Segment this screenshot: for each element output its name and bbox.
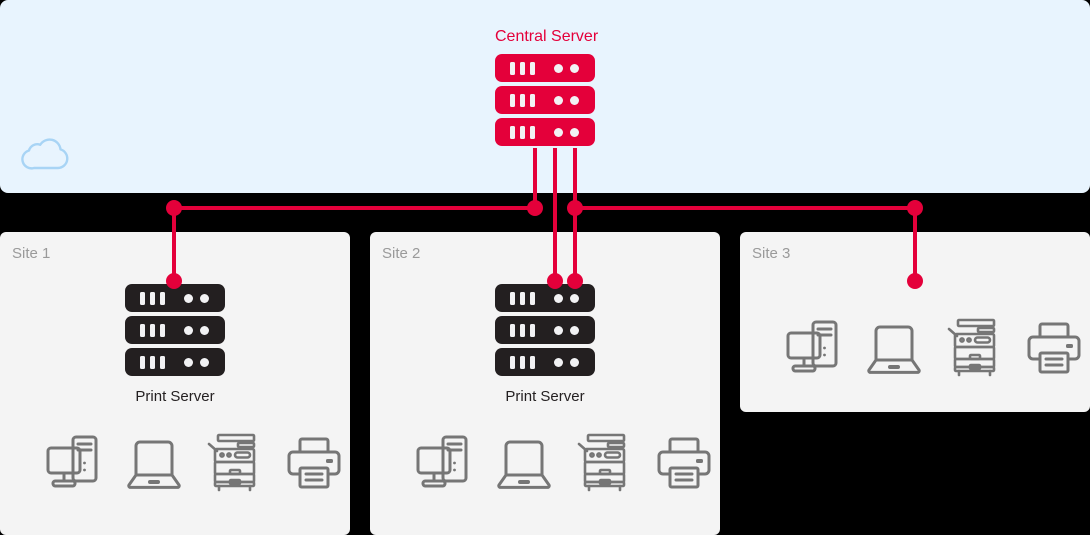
site-2-label: Site 2 xyxy=(382,245,421,262)
junction-dot-site1-bus xyxy=(166,200,182,216)
site-1-print-server-caption: Print Server xyxy=(135,388,215,405)
server-unit xyxy=(495,118,595,146)
server-status-leds xyxy=(184,294,209,303)
server-drive-bars xyxy=(510,94,535,107)
central-server-label: Central Server xyxy=(495,28,599,45)
server-unit xyxy=(125,348,225,376)
server-drive-bars xyxy=(510,62,535,75)
print-server-rack-icon xyxy=(125,284,225,376)
server-drive-bars xyxy=(510,126,535,139)
server-status-leds xyxy=(184,358,209,367)
server-status-leds xyxy=(554,128,579,137)
site-3-device-row xyxy=(782,315,1086,381)
junction-dot-site3-bus xyxy=(907,200,923,216)
site-2-print-server-caption: Print Server xyxy=(505,388,585,405)
server-drive-bars xyxy=(140,356,165,369)
desktop-computer-icon xyxy=(786,320,838,373)
server-unit xyxy=(495,284,595,312)
server-unit xyxy=(495,316,595,344)
site-1-device-row xyxy=(42,430,346,496)
site-1-print-server-group[interactable]: Print Server xyxy=(125,278,225,405)
server-unit xyxy=(495,86,595,114)
server-drive-bars xyxy=(510,292,535,305)
server-drive-bars xyxy=(510,356,535,369)
server-drive-bars xyxy=(510,324,535,337)
server-status-leds xyxy=(554,64,579,73)
server-status-leds xyxy=(554,294,579,303)
server-unit xyxy=(495,54,595,82)
server-status-leds xyxy=(554,96,579,105)
central-server-group[interactable]: Central Server xyxy=(495,26,599,150)
desktop-computer-icon xyxy=(46,435,98,488)
laptop-icon xyxy=(497,440,551,489)
print-server-rack-icon xyxy=(495,284,595,376)
junction-dot-bus-right-start xyxy=(567,200,583,216)
laptop-icon xyxy=(127,440,181,489)
site-1-label: Site 1 xyxy=(12,245,51,262)
central-server-rack-icon xyxy=(495,54,595,146)
server-status-leds xyxy=(554,358,579,367)
server-drive-bars xyxy=(140,292,165,305)
printer-icon xyxy=(657,437,711,489)
server-unit xyxy=(125,284,225,312)
desktop-computer-icon xyxy=(416,435,468,488)
cloud-icon xyxy=(21,138,69,170)
site-2-print-server-group[interactable]: Print Server xyxy=(495,278,595,405)
copier-icon xyxy=(207,433,256,492)
server-status-leds xyxy=(554,326,579,335)
server-unit xyxy=(495,348,595,376)
server-unit xyxy=(125,316,225,344)
printer-icon xyxy=(1027,322,1081,374)
copier-icon xyxy=(577,433,626,492)
site-2-device-row xyxy=(412,430,716,496)
site-3-label: Site 3 xyxy=(752,245,791,262)
junction-dot-bus-left-end xyxy=(527,200,543,216)
printer-icon xyxy=(287,437,341,489)
laptop-icon xyxy=(867,325,921,374)
copier-icon xyxy=(947,318,996,377)
server-status-leds xyxy=(184,326,209,335)
server-drive-bars xyxy=(140,324,165,337)
